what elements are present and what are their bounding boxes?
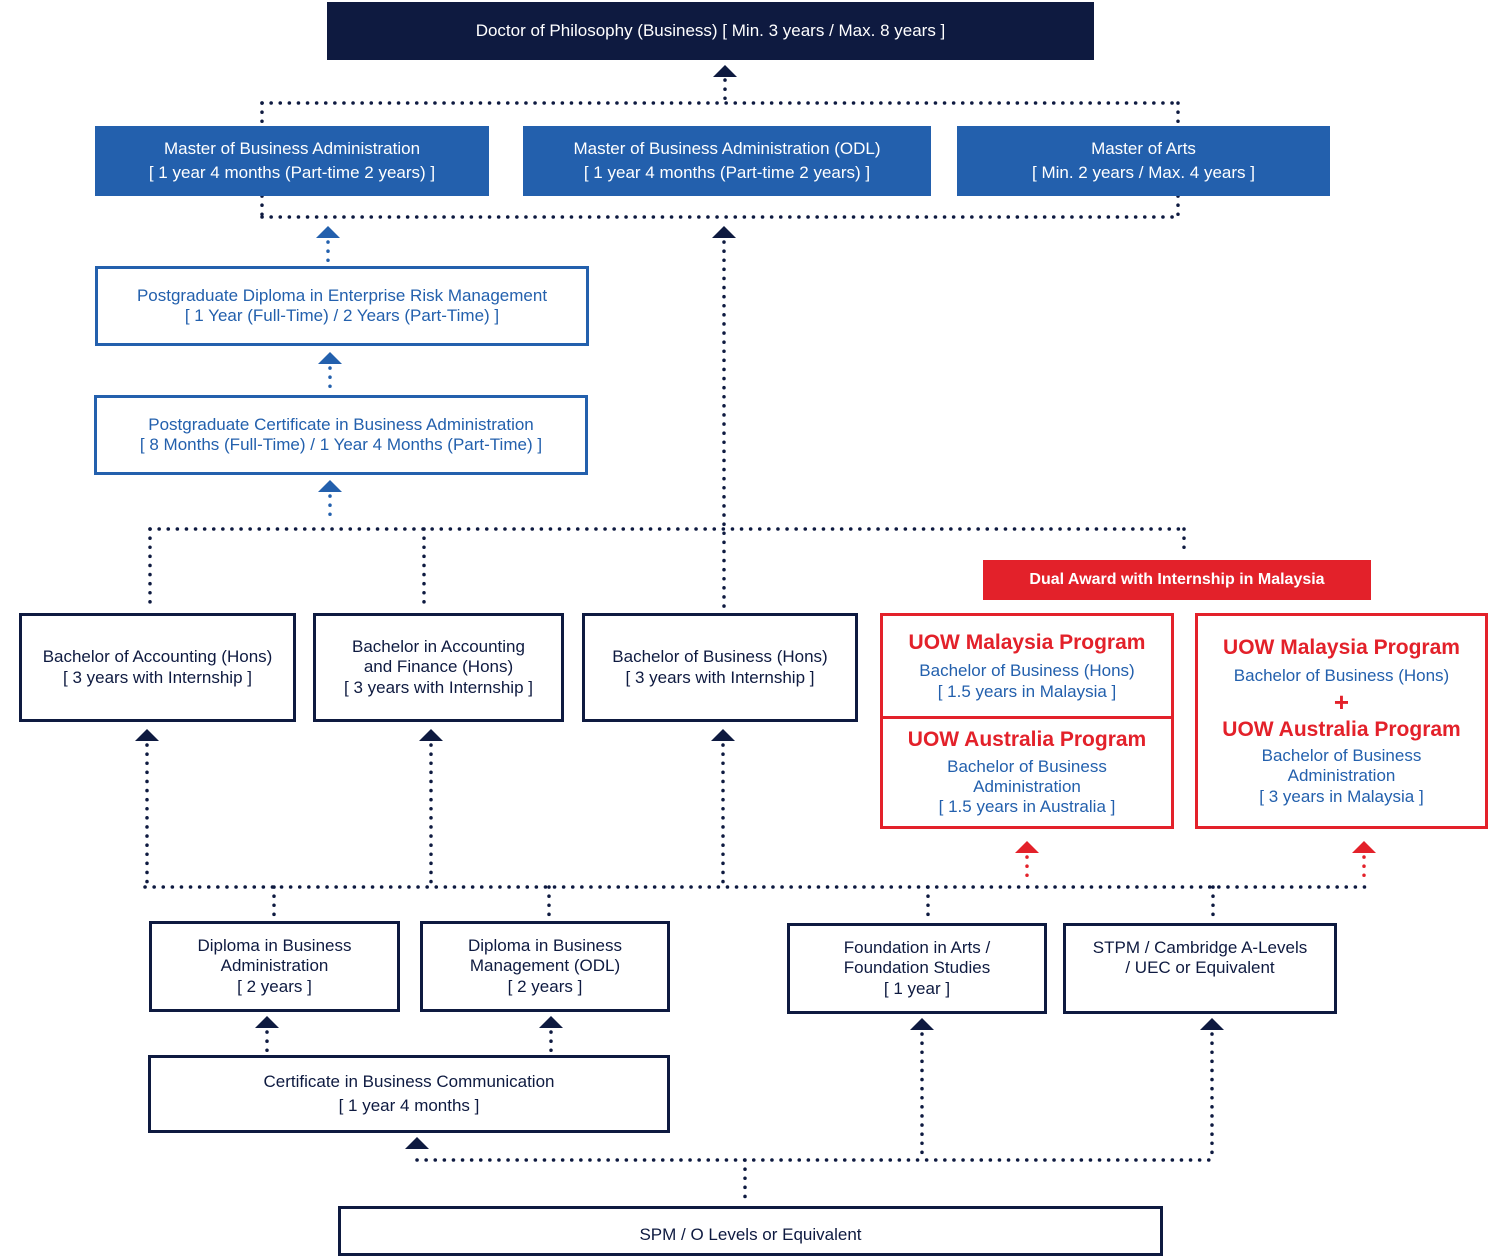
master-mba-box: Master of Business Administration [ 1 ye… <box>95 126 489 196</box>
dual-award-label: Dual Award with Internship in Malaysia <box>1029 571 1325 588</box>
pg-diploma-duration: [ 1 Year (Full-Time) / 2 Years (Part-Tim… <box>184 306 500 325</box>
master-mba-odl-duration: [ 1 year 4 months (Part-time 2 years) ] <box>583 163 871 182</box>
dual-award-banner: Dual Award with Internship in Malaysia <box>983 560 1371 600</box>
bachelor-business-line: Bachelor of Business (Hons) <box>612 647 828 667</box>
arrow-up-icon <box>316 226 340 238</box>
pg-certificate-name: Postgraduate Certificate in Business Adm… <box>148 414 534 434</box>
bachelor-accounting-finance-box: Bachelor in Accounting and Finance (Hons… <box>313 613 564 722</box>
master-arts-name: Master of Arts <box>1091 139 1196 159</box>
foundation-box: Foundation in Arts / Foundation Studies … <box>787 923 1047 1014</box>
arrow-up-icon <box>318 352 342 364</box>
uow-australia-title: UOW Australia Program <box>1222 717 1461 741</box>
uow-malaysia-title: UOW Malaysia Program <box>908 631 1146 655</box>
dual-award-option-1-box: UOW Malaysia Program Bachelor of Busines… <box>880 613 1174 829</box>
arrow-up-icon <box>1015 841 1039 853</box>
arrow-up-icon <box>711 729 735 741</box>
stpm-box: STPM / Cambridge A-Levels / UEC or Equiv… <box>1063 923 1337 1014</box>
bachelor-accounting-finance-line: [ 3 years with Internship ] <box>344 677 533 697</box>
master-mba-name: Master of Business Administration <box>163 139 421 159</box>
arrow-up-icon <box>405 1137 429 1149</box>
diploma-line: [ 2 years ] <box>507 976 583 996</box>
uow-australia-line: Administration <box>973 776 1081 796</box>
uow-australia-line: Administration <box>1287 766 1396 786</box>
section-divider <box>883 716 1171 719</box>
uow-malaysia-section: UOW Malaysia Program Bachelor of Busines… <box>883 616 1171 716</box>
bachelor-accounting-line: [ 3 years with Internship ] <box>63 667 252 687</box>
arrow-up-icon <box>1200 1018 1224 1030</box>
bachelor-accounting-line: Bachelor of Accounting (Hons) <box>42 647 273 667</box>
stpm-line: / UEC or Equivalent <box>1125 958 1275 978</box>
master-mba-odl-box: Master of Business Administration (ODL) … <box>523 126 931 196</box>
phd-label: Doctor of Philosophy (Business) [ Min. 3… <box>475 20 946 40</box>
diploma-line: Administration <box>220 956 329 976</box>
arrow-up-icon <box>713 65 737 77</box>
uow-malaysia-line: Bachelor of Business (Hons) <box>1233 666 1450 686</box>
plus-icon: + <box>1333 686 1350 717</box>
pg-diploma-name: Postgraduate Diploma in Enterprise Risk … <box>136 285 548 305</box>
bachelor-accounting-box: Bachelor of Accounting (Hons) [ 3 years … <box>19 613 296 722</box>
dual-award-option-2-box: UOW Malaysia Program Bachelor of Busines… <box>1195 613 1488 829</box>
pg-certificate-box: Postgraduate Certificate in Business Adm… <box>94 395 588 475</box>
certificate-box: Certificate in Business Communication [ … <box>148 1055 670 1133</box>
foundation-line: Foundation in Arts / <box>843 937 991 957</box>
arrow-up-icon <box>419 729 443 741</box>
diploma-line: [ 2 years ] <box>237 976 312 996</box>
bachelor-accounting-finance-line: and Finance (Hons) <box>363 657 514 677</box>
certificate-duration: [ 1 year 4 months ] <box>338 1096 480 1115</box>
uow-australia-line: Bachelor of Business <box>1261 745 1422 765</box>
foundation-line: Foundation Studies <box>843 958 991 978</box>
pg-diploma-box: Postgraduate Diploma in Enterprise Risk … <box>95 266 589 346</box>
arrow-up-icon <box>318 480 342 492</box>
diploma-line: Diploma in Business <box>467 935 622 955</box>
foundation-line: [ 1 year ] <box>883 978 951 998</box>
arrow-up-icon <box>910 1018 934 1030</box>
arrow-up-icon <box>1352 841 1376 853</box>
uow-australia-line: [ 1.5 years in Australia ] <box>938 797 1116 817</box>
uow-australia-title: UOW Australia Program <box>907 728 1147 752</box>
diploma-line: Management (ODL) <box>469 956 621 976</box>
spm-box: SPM / O Levels or Equivalent <box>338 1206 1163 1256</box>
master-mba-odl-name: Master of Business Administration (ODL) <box>573 139 881 159</box>
uow-australia-line: Bachelor of Business <box>947 756 1107 776</box>
bachelor-business-line: [ 3 years with Internship ] <box>625 667 815 687</box>
spm-label: SPM / O Levels or Equivalent <box>639 1224 862 1244</box>
pg-certificate-duration: [ 8 Months (Full-Time) / 1 Year 4 Months… <box>139 435 543 454</box>
uow-australia-line: [ 3 years in Malaysia ] <box>1259 786 1424 806</box>
diploma-business-mgmt-odl-box: Diploma in Business Management (ODL) [ 2… <box>420 921 670 1012</box>
arrow-up-icon <box>712 226 736 238</box>
arrow-up-icon <box>539 1016 563 1028</box>
uow-malaysia-line: [ 1.5 years in Malaysia ] <box>937 681 1117 701</box>
master-arts-duration: [ Min. 2 years / Max. 4 years ] <box>1032 163 1255 182</box>
certificate-name: Certificate in Business Communication <box>263 1071 555 1091</box>
master-mba-duration: [ 1 year 4 months (Part-time 2 years) ] <box>148 163 436 182</box>
bachelor-accounting-finance-line: Bachelor in Accounting <box>352 636 525 656</box>
uow-malaysia-title: UOW Malaysia Program <box>1223 636 1460 660</box>
arrow-up-icon <box>255 1016 279 1028</box>
master-arts-box: Master of Arts [ Min. 2 years / Max. 4 y… <box>957 126 1330 196</box>
uow-australia-section: UOW Australia Program Bachelor of Busine… <box>883 719 1171 826</box>
stpm-line: STPM / Cambridge A-Levels <box>1092 938 1308 957</box>
arrow-up-icon <box>135 729 159 741</box>
diploma-line: Diploma in Business <box>197 935 352 955</box>
uow-malaysia-line: Bachelor of Business (Hons) <box>919 661 1135 681</box>
bachelor-business-box: Bachelor of Business (Hons) [ 3 years wi… <box>582 613 858 722</box>
diploma-business-admin-box: Diploma in Business Administration [ 2 y… <box>149 921 400 1012</box>
phd-box: Doctor of Philosophy (Business) [ Min. 3… <box>327 2 1094 60</box>
